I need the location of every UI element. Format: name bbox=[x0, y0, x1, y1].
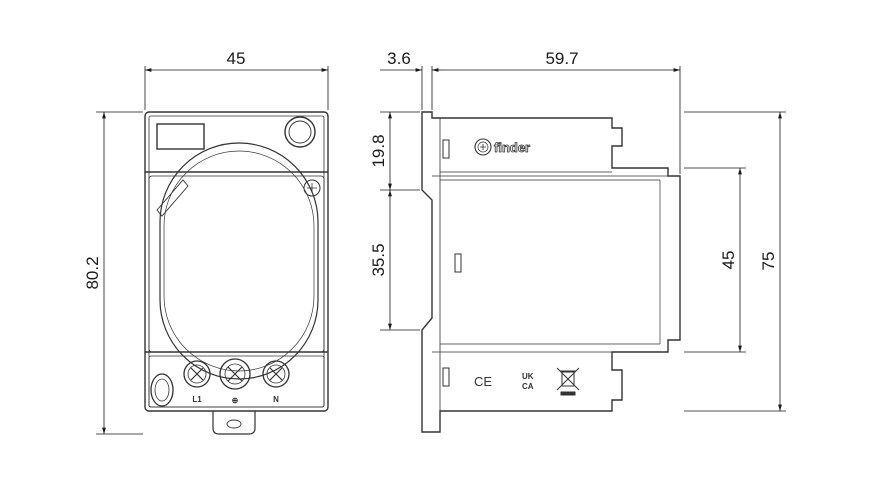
finder-logo-icon bbox=[474, 138, 492, 156]
ukca-mark-top: UK bbox=[522, 372, 534, 381]
front-body-outline bbox=[144, 111, 329, 412]
dim-label-front-height: 80.2 bbox=[83, 256, 102, 289]
terminal-label-n: N bbox=[273, 395, 279, 404]
clip-slot-top bbox=[442, 139, 450, 159]
dim-label-upper-section: 19.8 bbox=[369, 134, 388, 167]
dim-label-total-height: 75 bbox=[759, 252, 778, 271]
push-button-icon bbox=[150, 373, 174, 407]
dim-label-front-face: 45 bbox=[719, 251, 738, 270]
brand-name: finder bbox=[494, 140, 530, 155]
side-view bbox=[421, 111, 681, 433]
dim-label-front-width: 45 bbox=[227, 49, 246, 68]
ce-mark: CE bbox=[474, 374, 492, 389]
dim-label-mid-section: 35.5 bbox=[369, 243, 388, 276]
clip-slot-bottom bbox=[442, 367, 450, 387]
clip-slot-middle bbox=[454, 253, 462, 273]
weee-bin-icon bbox=[556, 367, 580, 396]
dim-label-rail-offset: 3.6 bbox=[387, 49, 411, 68]
ukca-mark-bottom: CA bbox=[522, 382, 534, 391]
front-view bbox=[144, 111, 329, 435]
terminal-label-earth: ⊕ bbox=[232, 396, 239, 405]
din-clip bbox=[212, 411, 256, 435]
top-knob bbox=[284, 116, 316, 148]
dimension-lines bbox=[96, 66, 786, 435]
indicator-tab bbox=[156, 179, 189, 217]
side-body-outline bbox=[421, 111, 681, 433]
front-logo-icon bbox=[303, 179, 321, 197]
dial-window bbox=[159, 142, 319, 380]
label-window bbox=[156, 123, 205, 150]
dim-label-side-depth: 59.7 bbox=[545, 49, 578, 68]
terminal-screw-n-icon bbox=[262, 360, 290, 388]
terminal-screw-earth-icon bbox=[219, 358, 251, 390]
terminal-screw-l1-icon bbox=[183, 360, 211, 388]
terminal-label-l1: L1 bbox=[192, 395, 202, 404]
